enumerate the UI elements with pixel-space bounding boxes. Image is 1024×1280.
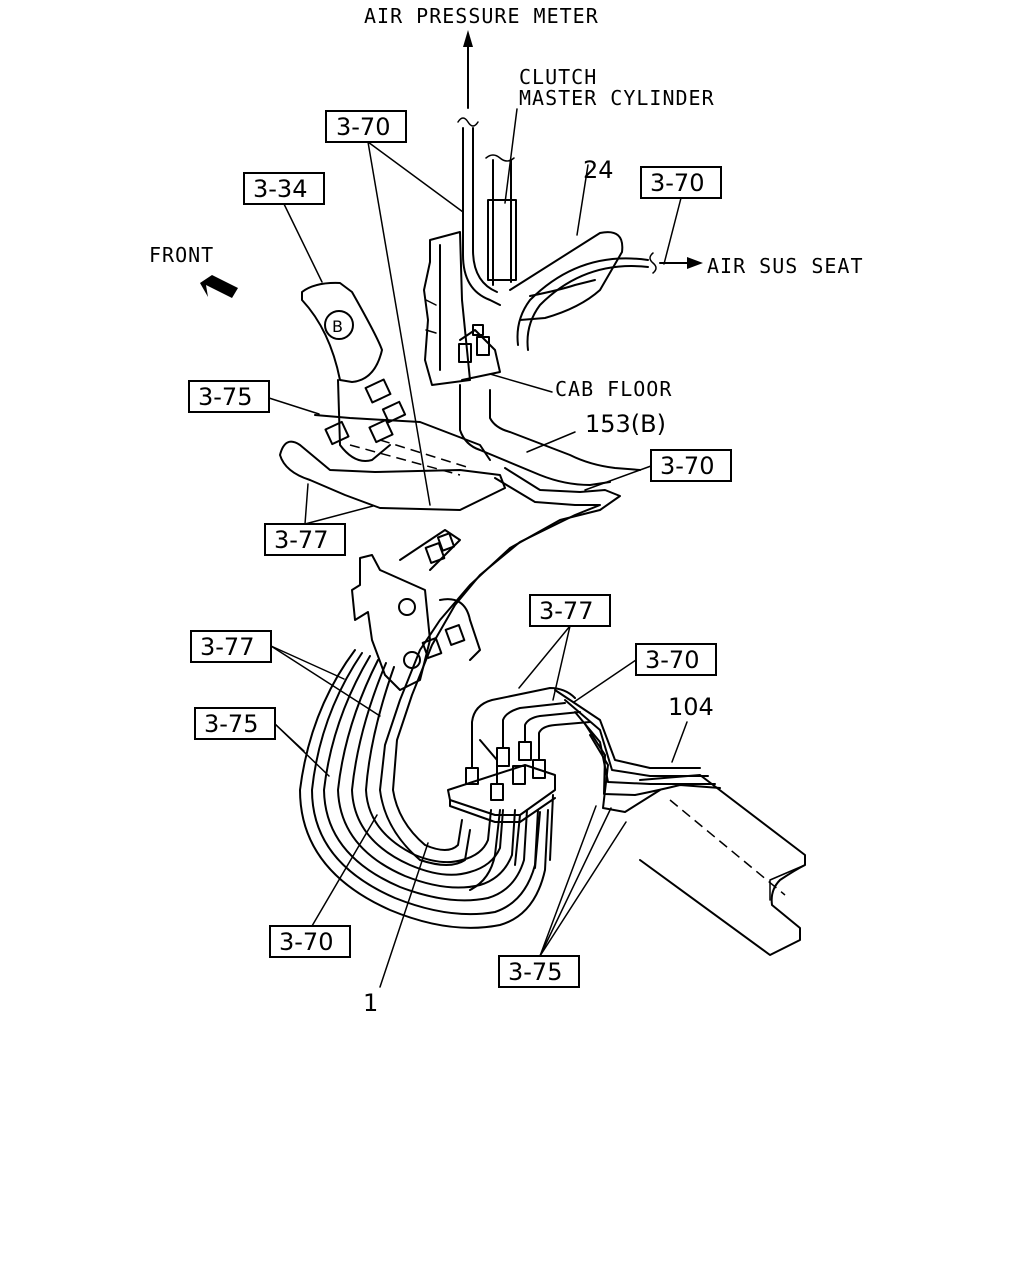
svg-text:3-70: 3-70 (336, 113, 390, 141)
svg-text:B: B (332, 317, 343, 336)
air-pressure-meter-label: AIR PRESSURE METER (364, 4, 599, 28)
mounting-bracket-plate (279, 414, 506, 511)
svg-text:3-70: 3-70 (650, 169, 704, 197)
air-sus-seat-line (516, 252, 703, 351)
ref-box-3-77-left[interactable]: 3-77 (264, 523, 346, 556)
svg-text:3-70: 3-70 (660, 452, 714, 480)
svg-text:3-77: 3-77 (200, 633, 254, 661)
ref-box-3-77-lower[interactable]: 3-77 (190, 630, 272, 663)
ref-box-3-70-top[interactable]: 3-70 (325, 110, 407, 143)
svg-text:3-75: 3-75 (508, 958, 562, 986)
arrow-right-icon (687, 257, 703, 269)
svg-text:3-75: 3-75 (204, 710, 258, 738)
pipe-bundle-loop (299, 649, 549, 929)
arrow-up-icon (463, 30, 473, 47)
clutch-label-line1: CLUTCH (519, 65, 597, 89)
svg-text:3-34: 3-34 (253, 175, 307, 203)
part-number-24: 24 (583, 156, 614, 184)
ref-box-3-70-bottom[interactable]: 3-70 (269, 925, 351, 958)
ref-box-3-34[interactable]: 3-34 (243, 172, 325, 205)
seat-bracket-24 (509, 231, 624, 321)
svg-text:3-70: 3-70 (279, 928, 333, 956)
front-label: FRONT (149, 243, 214, 267)
air-pressure-meter-line (457, 30, 501, 306)
ref-box-3-75-bottom[interactable]: 3-75 (498, 955, 580, 988)
ref-box-3-70-mid[interactable]: 3-70 (650, 449, 732, 482)
svg-text:3-77: 3-77 (274, 526, 328, 554)
pipe-153b (379, 384, 641, 866)
manifold-block (447, 687, 591, 823)
leader-lines (268, 108, 688, 988)
svg-text:3-70: 3-70 (645, 646, 699, 674)
part-number-1: 1 (363, 989, 378, 1017)
clutch-master-cylinder (485, 154, 517, 286)
cab-floor-label: CAB FLOOR (555, 377, 672, 401)
valve-b-assembly: B (301, 281, 407, 462)
vertical-bracket (351, 529, 481, 691)
front-direction-arrow-icon (200, 275, 238, 298)
ref-box-3-70-right[interactable]: 3-70 (635, 643, 717, 676)
ref-box-3-75-left[interactable]: 3-75 (188, 380, 270, 413)
air-sus-seat-label: AIR SUS SEAT (707, 254, 864, 278)
clutch-label-line2: MASTER CYLINDER (519, 86, 715, 110)
valve-b-marker-icon (324, 310, 354, 340)
ref-box-3-77-mid[interactable]: 3-77 (529, 594, 611, 627)
part-number-153b: 153(B) (585, 410, 666, 438)
svg-text:3-75: 3-75 (198, 383, 252, 411)
pipes-to-frame-104 (554, 689, 721, 813)
ref-box-3-75-lower[interactable]: 3-75 (194, 707, 276, 740)
ref-box-3-70-seat[interactable]: 3-70 (640, 166, 722, 199)
frame-rail (639, 774, 806, 956)
lower-pipes (469, 794, 554, 891)
svg-text:3-77: 3-77 (539, 597, 593, 625)
part-number-104: 104 (668, 693, 714, 721)
cab-floor-bracket (423, 231, 501, 386)
